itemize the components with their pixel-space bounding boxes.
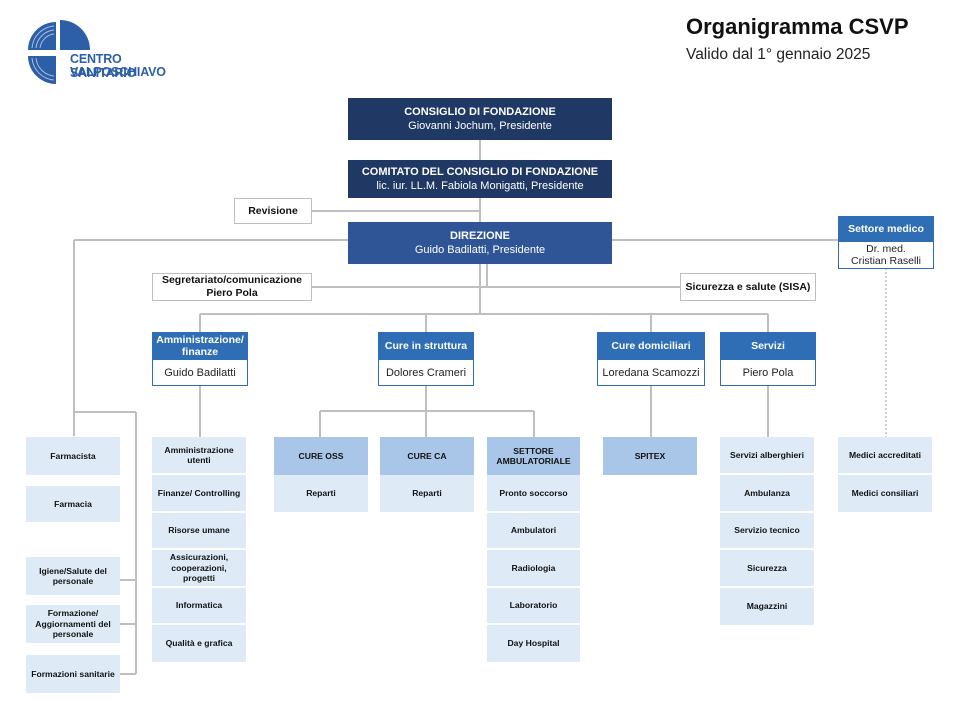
admin-unit: Risorse umane [152, 513, 246, 550]
settore-medico-person-line2: Cristian Raselli [850, 255, 922, 267]
logo: CENTRO SANITARIO VALPOSCHIAVO [26, 18, 176, 86]
servizi-unit: Servizio tecnico [720, 513, 814, 550]
dept-cure-struttura-header: Cure in struttura [378, 332, 474, 360]
revisione-box: Revisione [234, 198, 312, 224]
comitato-box: COMITATO DEL CONSIGLIO DI FONDAZIONE lic… [348, 160, 612, 198]
dept-amministrazione-header: Amministrazione/ finanze [152, 332, 248, 360]
direzione-title: DIREZIONE [450, 230, 510, 242]
ambulatoriale-unit: Laboratorio [487, 588, 580, 625]
sicurezza-box: Sicurezza e salute (SISA) [680, 273, 816, 301]
dept-servizi-title: Servizi [751, 340, 785, 352]
direzione-box: DIREZIONE Guido Badilatti, Presidente [348, 222, 612, 264]
cure-ca-header: CURE CA [380, 437, 474, 475]
settore-medico-title: Settore medico [848, 223, 924, 235]
admin-unit: Assicurazioni, cooperazioni, progetti [152, 550, 246, 588]
medici-unit: Medici consiliari [838, 475, 932, 512]
servizi-unit: Ambulanza [720, 475, 814, 513]
dept-cure-struttura-person: Dolores Crameri [378, 360, 474, 386]
cure-oss-reparti: Reparti [274, 475, 368, 512]
consiglio-title: CONSIGLIO DI FONDAZIONE [404, 106, 556, 118]
dept-amministrazione-title: Amministrazione/ finanze [156, 334, 244, 358]
medici-unit: Medici accreditati [838, 437, 932, 475]
cure-ca-reparti: Reparti [380, 475, 474, 512]
admin-unit: Qualità e grafica [152, 625, 246, 662]
left-unit-igiene: Igiene/Salute del personale [26, 557, 120, 595]
segretariato-box: Segretariato/comunicazione Piero Pola [152, 273, 312, 301]
spitex-box: SPITEX [603, 437, 697, 475]
left-unit-farmacista: Farmacista [26, 437, 120, 475]
comitato-person: lic. iur. LL.M. Fabiola Monigatti, Presi… [376, 180, 584, 192]
left-unit-formazioni-sanitarie: Formazioni sanitarie [26, 655, 120, 693]
page-title: Organigramma CSVP [686, 14, 909, 39]
consiglio-box: CONSIGLIO DI FONDAZIONE Giovanni Jochum,… [348, 98, 612, 140]
segretariato-label: Segretariato/comunicazione [161, 274, 303, 286]
consiglio-person: Giovanni Jochum, Presidente [408, 120, 552, 132]
admin-unit: Amministrazione utenti [152, 437, 246, 475]
dept-servizi-header: Servizi [720, 332, 816, 360]
servizi-unit: Sicurezza [720, 550, 814, 588]
ambulatoriale-unit: Ambulatori [487, 513, 580, 550]
dept-cure-domiciliari-title: Cure domiciliari [611, 340, 691, 352]
admin-unit: Informatica [152, 588, 246, 625]
settore-medico-person-line1: Dr. med. [866, 243, 906, 255]
logo-mark-icon [28, 22, 56, 84]
servizi-unit: Servizi alberghieri [720, 437, 814, 475]
dept-amministrazione-person: Guido Badilatti [152, 360, 248, 386]
ambulatoriale-unit: Radiologia [487, 550, 580, 588]
dept-cure-domiciliari-header: Cure domiciliari [597, 332, 705, 360]
left-unit-formazione: Formazione/ Aggiornamenti del personale [26, 605, 120, 643]
comitato-title: COMITATO DEL CONSIGLIO DI FONDAZIONE [361, 166, 599, 178]
admin-unit: Finanze/ Controlling [152, 475, 246, 513]
settore-medico-header: Settore medico [838, 216, 934, 242]
dept-cure-domiciliari-person: Loredana Scamozzi [597, 360, 705, 386]
ambulatoriale-unit: Day Hospital [487, 625, 580, 662]
direzione-person: Guido Badilatti, Presidente [414, 244, 546, 256]
dept-cure-struttura-title: Cure in struttura [384, 340, 468, 352]
dept-servizi-person: Piero Pola [720, 360, 816, 386]
settore-medico-person-box: Dr. med. Cristian Raselli [838, 242, 934, 269]
left-unit-farmacia: Farmacia [26, 486, 120, 522]
logo-line-1: CENTRO SANITARIO [70, 52, 137, 80]
logo-arc-icon [60, 20, 90, 50]
servizi-unit: Magazzini [720, 588, 814, 625]
ambulatoriale-unit: Pronto soccorso [487, 475, 580, 513]
revisione-label: Revisione [248, 204, 298, 217]
settore-ambulatoriale-header: SETTORE AMBULATORIALE [487, 437, 580, 475]
page-subtitle: Valido dal 1° gennaio 2025 [686, 46, 871, 63]
cure-oss-header: CURE OSS [274, 437, 368, 475]
sicurezza-label: Sicurezza e salute (SISA) [685, 280, 811, 293]
segretariato-person: Piero Pola [206, 287, 258, 299]
logo-line-2: VALPOSCHIAVO [70, 65, 166, 79]
